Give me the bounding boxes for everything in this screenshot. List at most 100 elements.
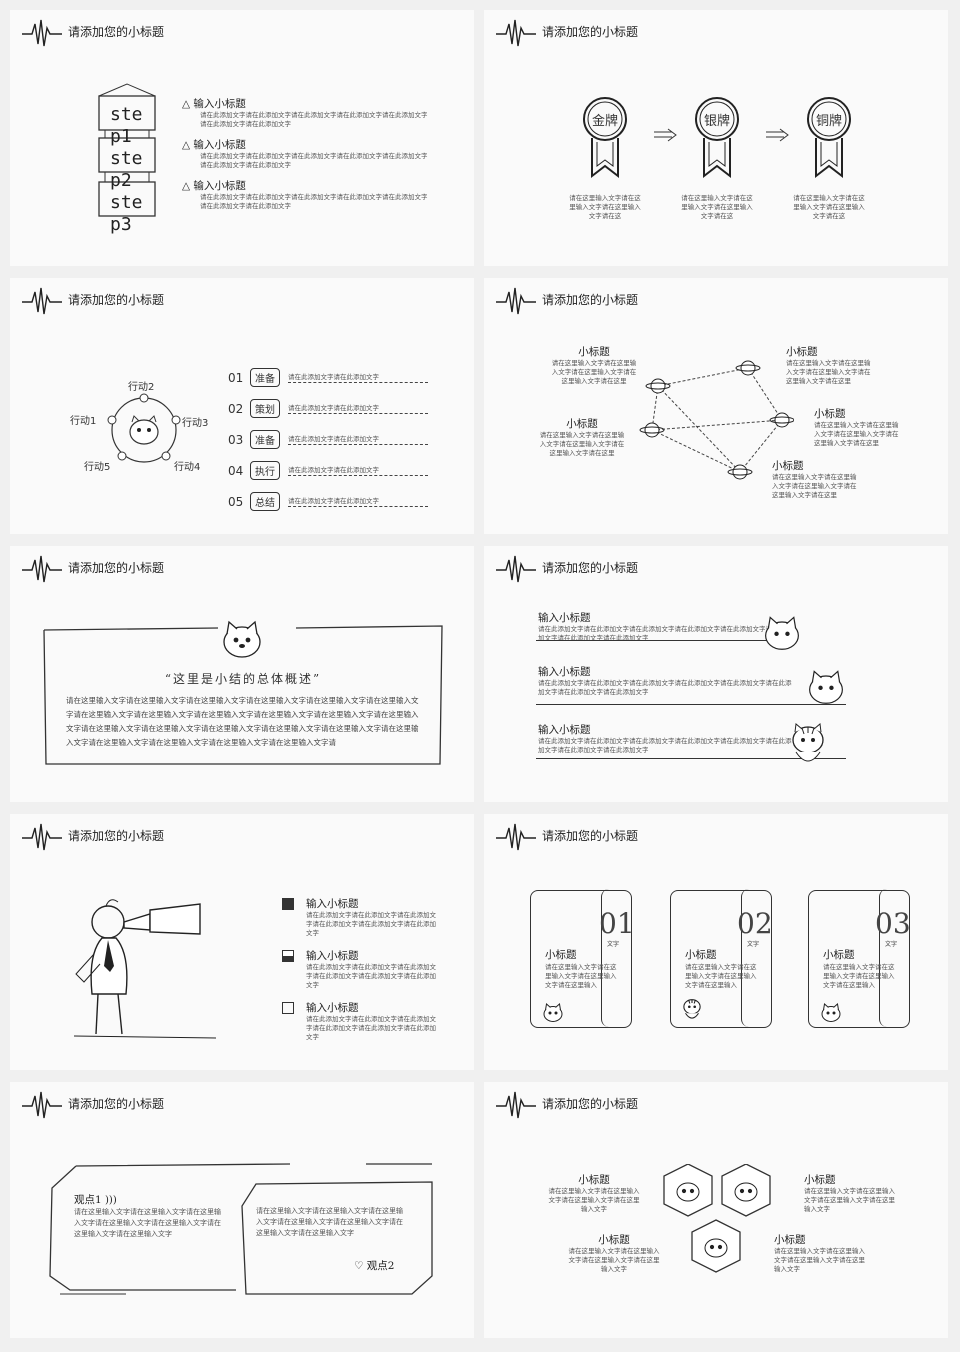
list-item: 输入小标题 请在此添加文字请在此添加文字请在此添加文字请在此添加文字请在此添加文… [282, 896, 442, 938]
node-text: 小标题 请在这里输入文字请在这里输入文字请在这里输入文字请在这里输入文字请在这里 [786, 346, 871, 385]
list-item: 输入小标题 请在此添加文字请在此添加文字请在此添加文字请在此添加文字请在此添加文… [538, 724, 792, 754]
hanging-signs-icon [98, 83, 156, 217]
list-item: 输入小标题 请在此添加文字请在此添加文字请在此添加文字请在此添加文字请在此添加文… [282, 1000, 442, 1042]
medal-icon [695, 97, 739, 179]
list-item: △ 输入小标题 请在此添加文字请在此添加文字请在此添加文字请在此添加文字请在此添… [182, 98, 428, 128]
viewpoint-2-text: 请在这里输入文字请在这里输入文字请在这里输入文字请在这里输入文字请在这里输入文字… [256, 1207, 403, 1237]
list-item: 输入小标题 请在此添加文字请在此添加文字请在此添加文字请在此添加文字请在此添加文… [282, 948, 442, 990]
slide-title: 请添加您的小标题 [542, 25, 639, 39]
quote-heading: “这里是小结的总体概述” [164, 672, 322, 686]
triangle-icon: △ [182, 139, 191, 151]
action-label: 行动4 [174, 462, 201, 473]
medal-icon [583, 97, 627, 179]
heartbeat-icon [22, 555, 62, 583]
checkbox-empty-icon [282, 1002, 294, 1014]
heartbeat-icon [22, 287, 62, 315]
slide-10[interactable]: 请添加您的小标题 小标题 请在这里输入文字请在这里输入文字请在这里输入文字请在这… [484, 1082, 948, 1338]
heartbeat-icon [496, 19, 536, 47]
heartbeat-icon [22, 1091, 62, 1119]
step-row: 03 准备 请在此添加文字请在此添加文字 [228, 424, 428, 455]
slide-5[interactable]: 请添加您的小标题 “这里是小结的总体概述” 请在这里输入文字请在这里输入文字请在… [10, 546, 474, 802]
wifi-icon: ))) [105, 1195, 117, 1206]
sign-text: p3 [110, 214, 132, 235]
slide-9[interactable]: 请添加您的小标题 观点1 ))) 请在这里输入文字请在这里输入文字请在这里输入文… [10, 1082, 474, 1338]
heartbeat-icon [496, 287, 536, 315]
cat-icon [765, 616, 799, 650]
triangle-icon: △ [182, 98, 191, 110]
cat-icon [543, 1003, 563, 1022]
step-row: 02 策划 请在此添加文字请在此添加文字 [228, 393, 428, 424]
number-card: 01 文字 小标题 请在这里输入文字请在这里输入文字请在这里输入文字请在这里输入 [530, 889, 635, 1028]
heartbeat-icon [22, 823, 62, 851]
slide-title: 请添加您的小标题 [542, 1097, 639, 1111]
cat-icon [809, 670, 843, 704]
sign-text: p2 [110, 170, 132, 191]
medal-desc: 请在这里输入文字请在这里输入文字请在这里输入文字请在这 [681, 194, 753, 220]
heartbeat-icon [496, 1091, 536, 1119]
viewpoint-frames [49, 1163, 433, 1295]
slide-title: 请添加您的小标题 [68, 561, 165, 575]
heartbeat-icon [496, 555, 536, 583]
hex-item: 小标题 请在这里输入文字请在这里输入文字请在这里输入文字请在这里输入文字 [774, 1234, 865, 1273]
action-label: 行动3 [182, 418, 209, 429]
slide-title: 请添加您的小标题 [542, 829, 639, 843]
arrow-right-icon [654, 128, 677, 142]
slide-2[interactable]: 请添加您的小标题 金牌 银牌 铜牌 请在这里输入文字请在这里输入文字请在这里输入… [484, 10, 948, 266]
planet-network-diagram [639, 360, 794, 480]
sign-text: ste [110, 148, 143, 169]
hexagon-cluster [663, 1164, 771, 1273]
slide-title: 请添加您的小标题 [68, 293, 165, 307]
action-label: 行动2 [128, 382, 155, 393]
summary-frame [43, 625, 443, 765]
heart-icon: ♡ [354, 1260, 364, 1272]
slide-7[interactable]: 请添加您的小标题 输入小标题 请在此添加文字请在此添加文字请在此添加文字请在此添… [10, 814, 474, 1070]
slide-1[interactable]: 请添加您的小标题 ste p1 ste p2 ste p3 △ 输入小标题 请在… [10, 10, 474, 266]
slide-title: 请添加您的小标题 [542, 293, 639, 307]
node-text: 小标题 请在这里输入文字请在这里输入文字请在这里输入文字请在这里输入文字请在这里 [772, 460, 857, 499]
heartbeat-icon [496, 823, 536, 851]
medal-desc: 请在这里输入文字请在这里输入文字请在这里输入文字请在这 [569, 194, 641, 220]
medal-silver: 银牌 [694, 96, 740, 186]
hex-item: 小标题 请在这里输入文字请在这里输入文字请在这里输入文字请在这里输入文字 [548, 1174, 640, 1213]
medal-desc: 请在这里输入文字请在这里输入文字请在这里输入文字请在这 [793, 194, 865, 220]
checkbox-half-icon [282, 950, 294, 962]
sign-text: ste [110, 192, 143, 213]
step-row: 04 执行 请在此添加文字请在此添加文字 [228, 455, 428, 486]
node-text: 小标题 请在这里输入文字请在这里输入文字请在这里输入文字请在这里输入文字请在这里 [814, 408, 899, 447]
slide-title: 请添加您的小标题 [68, 25, 165, 39]
hex-item: 小标题 请在这里输入文字请在这里输入文字请在这里输入文字请在这里输入文字 [804, 1174, 895, 1213]
slide-3[interactable]: 请添加您的小标题 行动2 行动1 行动3 行动5 行动4 01 准备 请在此添加… [10, 278, 474, 534]
divider [536, 758, 846, 759]
list-item: 输入小标题 请在此添加文字请在此添加文字请在此添加文字请在此添加文字请在此添加文… [538, 612, 792, 642]
slide-8[interactable]: 请添加您的小标题 01 文字 小标题 请在这里输入文字请在这里输入文字请在这里输… [484, 814, 948, 1070]
number-card: 03 文字 小标题 请在这里输入文字请在这里输入文字请在这里输入文字请在这里输入 [808, 889, 911, 1028]
number-card: 02 文字 小标题 请在这里输入文字请在这里输入文字请在这里输入文字请在这里输入 [670, 889, 773, 1028]
step-row: 01 准备 请在此添加文字请在此添加文字 [228, 362, 428, 393]
medal-icon [807, 97, 851, 179]
slide-6[interactable]: 请添加您的小标题 输入小标题 请在此添加文字请在此添加文字请在此添加文字请在此添… [484, 546, 948, 802]
slide-title: 请添加您的小标题 [542, 561, 639, 575]
sign-text: ste [110, 104, 143, 125]
summary-text: 请在这里输入文字请在这里输入文字请在这里输入文字请在这里输入文字请在这里输入文字… [66, 696, 419, 747]
step-row: 05 总结 请在此添加文字请在此添加文字 [228, 486, 428, 517]
action-label: 行动1 [70, 416, 97, 427]
node-text: 小标题 请在这里输入文字请在这里输入文字请在这里输入文字请在这里输入文字请在这里 [551, 346, 637, 385]
hex-item: 小标题 请在这里输入文字请在这里输入文字请在这里输入文字请在这里输入文字 [568, 1234, 660, 1273]
action-cycle-diagram [107, 393, 181, 463]
cat-icon [821, 1003, 841, 1022]
arrow-right-icon [766, 128, 789, 142]
slide-title: 请添加您的小标题 [68, 1097, 165, 1111]
slide-4[interactable]: 请添加您的小标题 小标题 请在这里输入文字请在这里输入文字请在这里输入文字请在这… [484, 278, 948, 534]
tiger-cat-icon [792, 723, 824, 762]
medal-gold: 金牌 [582, 96, 628, 186]
cat-icon [223, 620, 261, 658]
divider [536, 640, 796, 641]
node-text: 小标题 请在这里输入文字请在这里输入文字请在这里输入文字请在这里输入文字请在这里 [539, 418, 625, 457]
triangle-icon: △ [182, 180, 191, 192]
action-label: 行动5 [84, 462, 111, 473]
viewpoint-2-title: ♡ 观点2 [354, 1260, 395, 1272]
medal-bronze: 铜牌 [806, 96, 852, 186]
viewpoint-1: 观点1 ))) 请在这里输入文字请在这里输入文字请在这里输入文字请在这里输入文字… [74, 1194, 221, 1238]
sign-text: p1 [110, 126, 132, 147]
divider [536, 704, 846, 705]
